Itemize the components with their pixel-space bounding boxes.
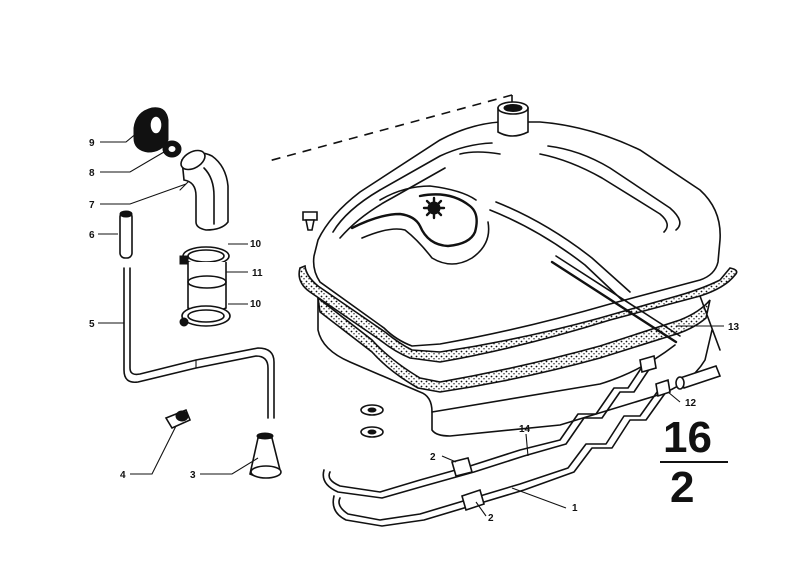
callout-10-lower: 10: [250, 299, 262, 310]
tank-outlet-fitting: [675, 365, 722, 390]
hose-clamp-10-upper: [179, 246, 230, 266]
connector-14-top: [639, 354, 657, 374]
breather-pipe-5: [123, 267, 275, 419]
fuel-line-14: [322, 363, 651, 499]
filler-cap-9: [133, 107, 169, 153]
tank-rib-right-lower: [459, 151, 501, 155]
tank-rib-right-inner: [539, 153, 668, 233]
page-ref-group: 16: [663, 413, 712, 462]
tank-lower-body-side: [431, 344, 676, 413]
hose-sleeve-2-upper: [451, 457, 473, 477]
callout-8: 8: [89, 168, 95, 179]
hose-piece-6: [119, 210, 133, 259]
tank-stamped-channel: [350, 193, 478, 248]
callout-2-lower: 2: [488, 513, 494, 524]
fuel-tank: [264, 94, 738, 437]
tank-flange-seam: [298, 264, 738, 363]
hose-sleeve-2-lower: [461, 488, 485, 512]
filler-neck: [497, 101, 529, 137]
callout-3: 3: [190, 470, 196, 481]
callout-6: 6: [89, 230, 95, 241]
tank-top-recess: [332, 142, 493, 233]
vent-tube-13-edge: [555, 255, 681, 337]
callout-1: 1: [572, 503, 578, 514]
tank-top-recess-inner: [339, 167, 446, 239]
callout-13: 13: [728, 322, 740, 333]
tank-upper-shell: [312, 121, 721, 347]
connector-12: [655, 378, 671, 398]
callout-4: 4: [120, 470, 126, 481]
callout-11: 11: [252, 268, 263, 279]
tank-rib-right: [547, 145, 681, 231]
fuel-sender-icon: [422, 196, 446, 220]
callout-9: 9: [89, 138, 95, 149]
filler-hose-7: [179, 149, 229, 231]
callout-10-upper: 10: [250, 239, 262, 250]
callout-14: 14: [519, 424, 531, 435]
callout-7: 7: [89, 200, 95, 211]
vent-tube-13: [550, 260, 678, 344]
callout-12: 12: [685, 398, 697, 409]
clip-4: [164, 408, 192, 430]
alignment-dashed-line: [264, 94, 513, 163]
grommet-top-left: [302, 211, 318, 231]
page-reference: 16 2: [660, 413, 728, 512]
grommet-bottom-left: [360, 404, 384, 438]
fuel-line-1: [332, 387, 667, 527]
tank-corner-edge: [699, 295, 721, 351]
tank-stamped-channel-outer: [379, 185, 477, 201]
page-ref-page: 2: [670, 463, 694, 512]
tank-stamped-channel-inner: [361, 221, 490, 265]
hose-clamp-10-lower: [179, 305, 231, 327]
callout-5: 5: [89, 319, 95, 330]
gasket-ring-8: [162, 140, 182, 158]
rubber-boot-3: [249, 432, 282, 479]
callout-2-upper: 2: [430, 452, 436, 463]
tank-flange-seam-lower: [316, 296, 711, 393]
tank-strap: [489, 209, 623, 301]
tank-strap-edge: [495, 201, 631, 293]
